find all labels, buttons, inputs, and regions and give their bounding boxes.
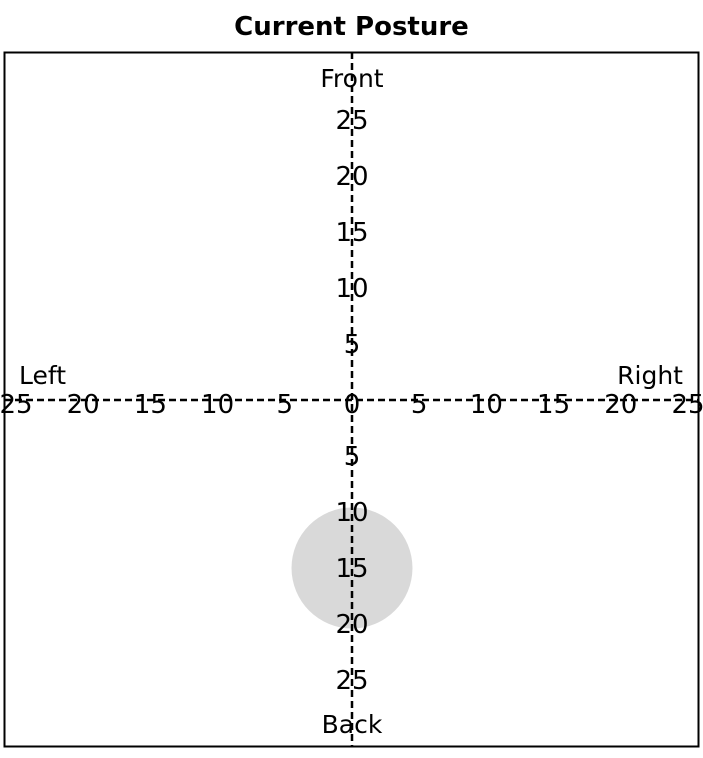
tick-labels: 25 20 15 10 5 0 5 10 15 20 25 25 20 15 10 5 5 10 15 20 25 [0, 106, 703, 696]
y-tick-label: 5 [344, 442, 361, 472]
x-tick-label: 0 [344, 390, 361, 420]
left-label: Left [19, 361, 66, 390]
y-tick-label: 20 [335, 610, 368, 640]
x-tick-label: 15 [134, 390, 167, 420]
y-tick-label: 10 [335, 274, 368, 304]
x-tick-label: 5 [277, 390, 294, 420]
chart-title: Current Posture [234, 12, 469, 42]
y-tick-label: 10 [335, 498, 368, 528]
x-tick-label: 10 [470, 390, 503, 420]
y-tick-label: 20 [335, 162, 368, 192]
right-label: Right [617, 361, 683, 390]
x-tick-label: 10 [201, 390, 234, 420]
y-tick-label: 15 [335, 554, 368, 584]
marker-layer [291, 507, 413, 629]
posture-marker [291, 507, 413, 629]
back-label: Back [322, 710, 383, 739]
x-tick-label: 5 [411, 390, 428, 420]
y-tick-label: 25 [335, 106, 368, 136]
y-tick-label: 25 [335, 666, 368, 696]
x-tick-label: 25 [0, 390, 33, 420]
y-tick-label: 5 [344, 330, 361, 360]
x-tick-label: 20 [604, 390, 637, 420]
x-tick-label: 15 [537, 390, 570, 420]
x-tick-label: 25 [671, 390, 703, 420]
front-label: Front [320, 64, 383, 93]
x-tick-label: 20 [67, 390, 100, 420]
y-tick-label: 15 [335, 218, 368, 248]
